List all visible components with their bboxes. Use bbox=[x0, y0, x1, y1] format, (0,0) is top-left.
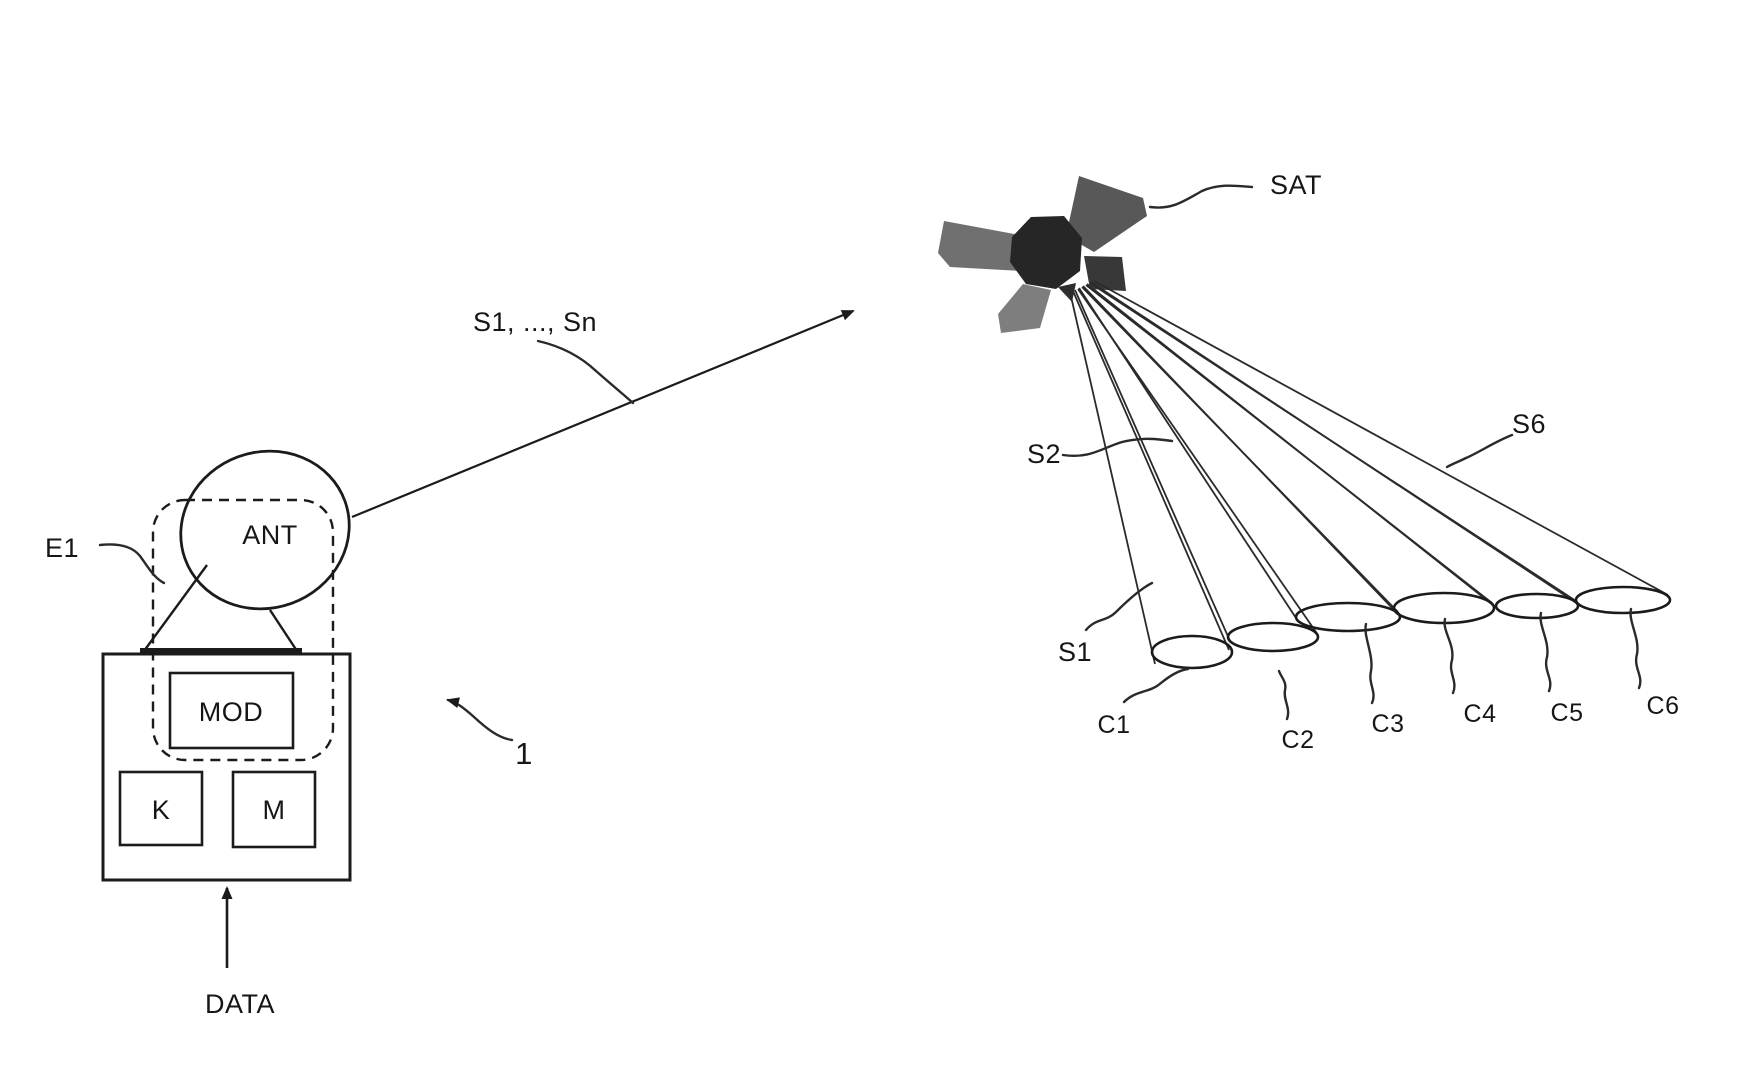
cell3-ellipse bbox=[1294, 601, 1402, 633]
e1-leader-line bbox=[98, 543, 166, 585]
modulator-box bbox=[168, 671, 295, 750]
memory-block-label: M bbox=[263, 795, 286, 825]
beam1-label: S1 bbox=[1058, 637, 1092, 667]
beam2-label: S2 bbox=[1027, 439, 1061, 469]
beam3-left-edge bbox=[1078, 287, 1299, 622]
antenna-dish bbox=[179, 449, 351, 611]
e1-unit-dashed-outline bbox=[151, 498, 335, 762]
memory-box bbox=[231, 770, 317, 849]
beam1-left-edge bbox=[1069, 291, 1156, 665]
beam1-leader bbox=[1084, 581, 1154, 632]
uplink-signals-label: S1, ..., Sn bbox=[473, 307, 597, 337]
satellite-body bbox=[1010, 216, 1082, 289]
cell2-label: C2 bbox=[1282, 726, 1315, 754]
modulator-label: MOD bbox=[199, 697, 264, 727]
cell5-leader bbox=[1539, 611, 1552, 693]
beam5-left-edge bbox=[1086, 283, 1499, 610]
cell6-label: C6 bbox=[1647, 692, 1680, 720]
cell3-label: C3 bbox=[1372, 710, 1405, 738]
beam2-leader bbox=[1061, 437, 1174, 458]
beam6-left-edge bbox=[1090, 281, 1579, 605]
cell3-leader bbox=[1364, 622, 1375, 705]
key-box bbox=[118, 770, 204, 847]
satellite-label: SAT bbox=[1270, 170, 1322, 200]
ground-terminal: ANT MOD K M E1 DATA 1 bbox=[45, 449, 533, 1019]
key-block-label: K bbox=[152, 795, 171, 825]
beam2-left-edge bbox=[1074, 289, 1231, 642]
antenna-label: ANT bbox=[242, 520, 298, 550]
cell4-label: C4 bbox=[1464, 700, 1497, 728]
beam6-label: S6 bbox=[1512, 409, 1546, 439]
system-ref-label: 1 bbox=[515, 736, 533, 771]
antenna-strut-right bbox=[268, 609, 299, 652]
system-ref-pointer bbox=[446, 697, 514, 742]
data-input-label: DATA bbox=[205, 989, 275, 1019]
cell1-label: C1 bbox=[1098, 711, 1131, 739]
cell5-label: C5 bbox=[1551, 699, 1584, 727]
cell2-leader bbox=[1277, 669, 1290, 721]
antenna-mount-bar bbox=[140, 648, 302, 655]
cell2-ellipse bbox=[1226, 621, 1320, 653]
satellite-panel-lower bbox=[998, 284, 1051, 333]
cell5-ellipse bbox=[1494, 592, 1580, 620]
satellite-leader bbox=[1148, 184, 1254, 209]
satellite-panel-left bbox=[938, 221, 1021, 271]
beam1-right-edge bbox=[1072, 290, 1230, 651]
spot-beams: S1 S2 S6 bbox=[1027, 280, 1669, 667]
satellite-panel-upper bbox=[1066, 176, 1147, 252]
cell1-leader bbox=[1122, 667, 1190, 704]
cell4-leader bbox=[1443, 617, 1456, 695]
cell1-ellipse bbox=[1150, 634, 1234, 670]
uplink-signals-leader bbox=[536, 339, 635, 405]
beam4-left-edge bbox=[1082, 285, 1397, 613]
satellite: SAT bbox=[938, 170, 1322, 333]
uplink: S1, ..., Sn bbox=[351, 307, 855, 519]
beam6-leader bbox=[1445, 433, 1514, 469]
cell6-leader bbox=[1629, 607, 1642, 690]
uplink-arrow bbox=[351, 309, 855, 519]
e1-ref-label: E1 bbox=[45, 533, 79, 563]
coverage-cells: C1 C2 C3 C4 C5 C6 bbox=[1098, 585, 1680, 754]
cell6-ellipse bbox=[1574, 585, 1672, 615]
beam6-right-edge bbox=[1093, 280, 1669, 596]
